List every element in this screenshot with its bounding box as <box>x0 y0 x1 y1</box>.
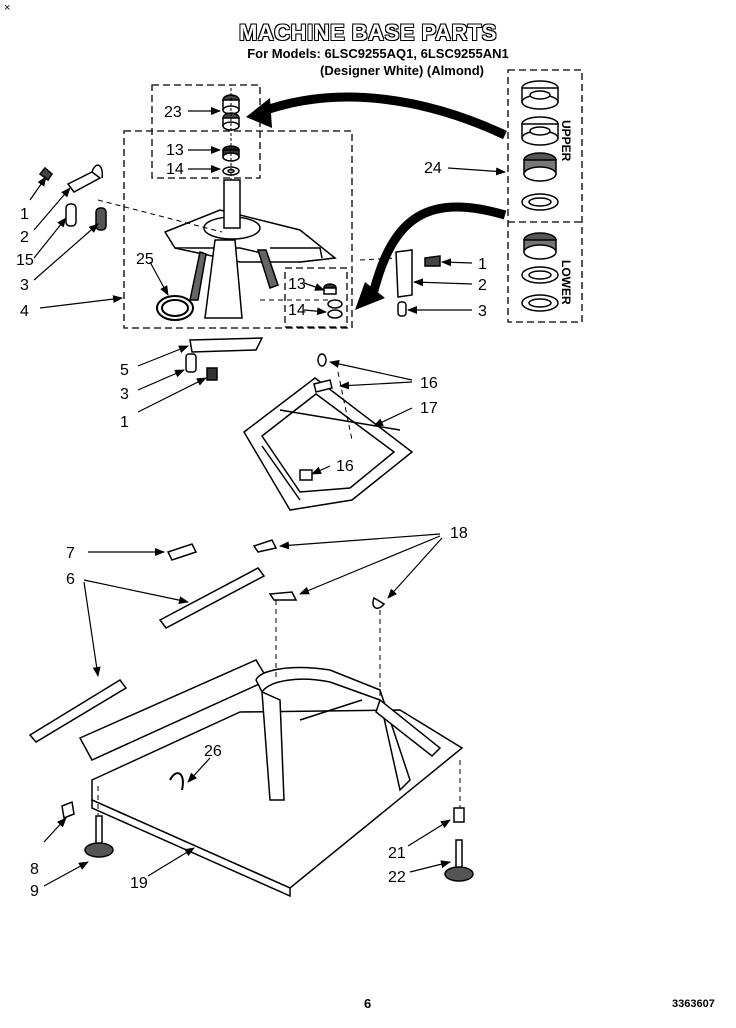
callout-15: 15 <box>16 252 34 269</box>
callout-19: 19 <box>130 875 148 892</box>
lower-ring-2 <box>521 294 559 312</box>
upper-bushing-1 <box>521 80 559 110</box>
callout-26: 26 <box>204 743 222 760</box>
callout-18: 18 <box>450 525 468 542</box>
document-number: 3363607 <box>672 998 715 1010</box>
callout-4: 4 <box>20 303 29 320</box>
callout-3-left: 3 <box>20 277 29 294</box>
clips-18 <box>252 539 386 609</box>
side-bushings <box>521 80 559 312</box>
callout-13-top: 13 <box>166 142 184 159</box>
callout-14-top: 14 <box>166 161 184 178</box>
lower-bracket-parts <box>185 337 264 381</box>
callout-21: 21 <box>388 845 406 862</box>
box-top-23 <box>151 84 261 179</box>
callout-16-lower: 16 <box>336 458 354 475</box>
callout-2-left: 2 <box>20 229 29 246</box>
curved-arrow-lower <box>367 202 507 300</box>
curved-arrow-top <box>256 92 507 140</box>
feet-parts <box>61 800 474 882</box>
callout-3-lower: 3 <box>120 386 129 403</box>
callout-23: 23 <box>164 104 182 121</box>
callout-14-box: 14 <box>288 302 306 319</box>
callout-24: 24 <box>424 160 442 177</box>
callout-1-right: 1 <box>478 256 487 273</box>
callout-1-lower: 1 <box>120 414 129 431</box>
upper-label: UPPER <box>559 120 573 162</box>
upper-bushing-3 <box>523 152 557 182</box>
base-assembly <box>163 179 337 319</box>
lower-ring-1 <box>521 266 559 284</box>
parts-box-13-14 <box>323 283 343 319</box>
callout-6: 6 <box>66 571 75 588</box>
curved-arrow-top-head <box>246 98 272 128</box>
page-number: 6 <box>364 996 372 1011</box>
box-13-14 <box>284 267 348 328</box>
upper-ring <box>521 193 559 211</box>
tub-support-17 <box>243 353 414 511</box>
callout-22: 22 <box>388 869 406 886</box>
callout-9: 9 <box>30 883 39 900</box>
corner-mark: × <box>4 2 11 14</box>
callout-17: 17 <box>420 400 438 417</box>
callout-13-box: 13 <box>288 276 306 293</box>
callout-1-left: 1 <box>20 206 29 223</box>
callout-3-right: 3 <box>478 303 487 320</box>
lower-bushing-1 <box>523 232 557 260</box>
leader-arrows <box>29 107 506 887</box>
lower-label: LOWER <box>559 260 573 305</box>
callout-16-top: 16 <box>420 375 438 392</box>
callout-2-right: 2 <box>478 277 487 294</box>
dashed-group-boxes <box>123 69 583 329</box>
callout-25: 25 <box>136 251 154 268</box>
page-title: MACHINE BASE PARTS <box>239 20 497 45</box>
machine-base-frame <box>78 659 464 898</box>
upper-bushing-2 <box>521 116 559 146</box>
left-bracket-parts <box>38 164 107 231</box>
box-side-24 <box>507 69 583 323</box>
box-outer <box>123 130 353 329</box>
callout-5: 5 <box>120 362 129 379</box>
callout-8: 8 <box>30 861 39 878</box>
colors-line: (Designer White) (Almond) <box>320 63 484 78</box>
curved-arrow-lower-head <box>355 282 385 310</box>
ring-25 <box>156 295 194 321</box>
rails-6-7 <box>28 543 266 743</box>
models-line: For Models: 6LSC9255AQ1, 6LSC9255AN1 <box>247 46 509 61</box>
callout-labels: 23 13 14 1 2 15 3 4 25 24 1 2 3 13 14 5 … <box>16 104 487 900</box>
callout-7: 7 <box>66 545 75 562</box>
right-bracket-parts <box>395 249 441 317</box>
